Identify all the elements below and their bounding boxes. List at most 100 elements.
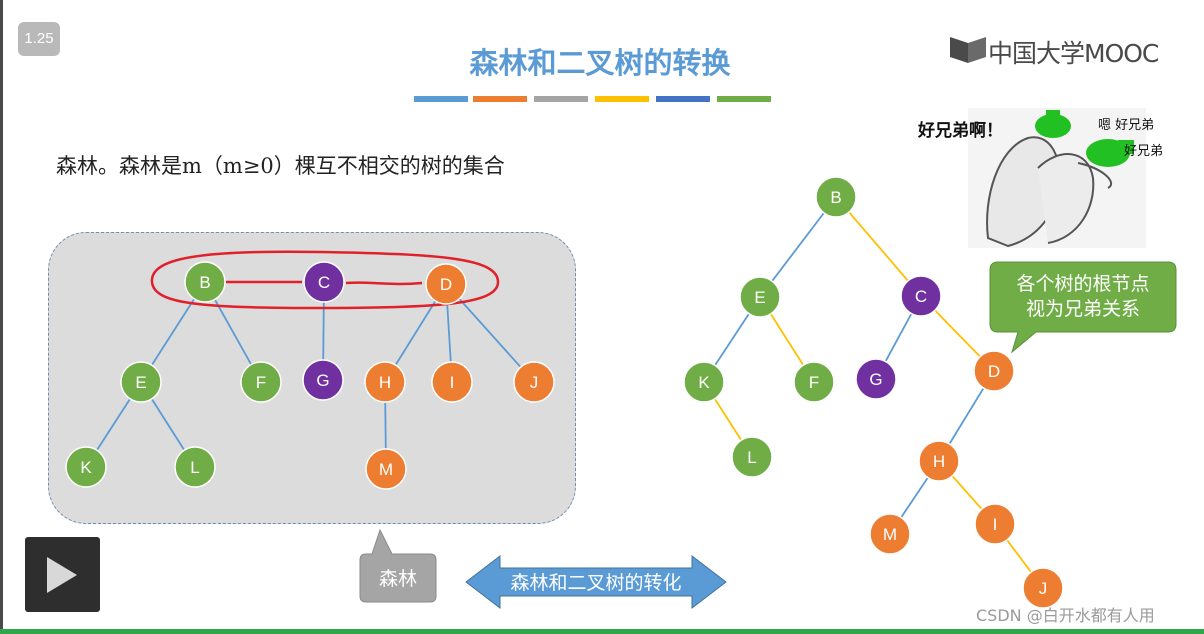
forest-node-circle (365, 448, 407, 490)
forest-node-e: E (120, 361, 162, 403)
forest-node-circle (240, 361, 282, 403)
binary-node-g: G (855, 358, 897, 400)
binary-node-j: J (1022, 567, 1064, 609)
forest-node-circle (364, 361, 406, 403)
binary-node-circle (974, 503, 1016, 545)
forest-node-label: B (199, 273, 210, 292)
binary-node-label: J (1039, 579, 1048, 598)
forest-label: 森林 (378, 568, 417, 590)
binary-node-circle (815, 176, 857, 218)
binary-node-circle (683, 361, 725, 403)
binary-node-label: H (933, 452, 945, 471)
forest-node-circle (303, 261, 345, 303)
forest-node-c: C (303, 261, 345, 303)
binary-node-circle (855, 358, 897, 400)
forest-node-label: I (450, 373, 455, 392)
binary-node-label: C (915, 287, 927, 306)
callout-text: 各个树的根节点 视为兄弟关系 (990, 272, 1176, 322)
forest-edge-d-j (445, 283, 535, 383)
meme-caption-reply2: 好兄弟 (1124, 144, 1164, 159)
forest-node-h: H (364, 361, 406, 403)
slide-left-border (0, 0, 3, 634)
forest-node-circle (302, 359, 344, 401)
forest-node-label: D (440, 275, 452, 294)
forest-node-label: C (318, 273, 330, 292)
forest-definition: 森林。森林是m（m≥0）棵互不相交的树的集合 (56, 154, 505, 178)
title-color-bar (414, 96, 468, 102)
callout-line-2: 视为兄弟关系 (1025, 298, 1140, 320)
binary-node-l: L (731, 436, 773, 478)
binary-node-label: L (747, 448, 756, 467)
forest-node-circle (431, 361, 473, 403)
binary-node-b: B (815, 176, 857, 218)
forest-node-circle (513, 361, 555, 403)
csdn-watermark: CSDN @白开水都有人用 (976, 606, 1155, 625)
binary-edge-b-e (759, 196, 837, 298)
binary-node-circle (918, 440, 960, 482)
forest-node-circle (65, 446, 107, 488)
binary-node-e: E (739, 276, 781, 318)
forest-node-k: K (65, 446, 107, 488)
forest-node-f: F (240, 361, 282, 403)
binary-node-h: H (918, 440, 960, 482)
play-icon (47, 557, 77, 593)
title-color-bar (717, 96, 771, 102)
roots-highlight-oval (150, 250, 500, 310)
binary-edge-b-c (835, 196, 922, 297)
conversion-double-arrow (465, 554, 727, 610)
forest-node-label: K (80, 458, 92, 477)
title-color-bar (473, 96, 527, 102)
binary-node-circle (793, 361, 835, 403)
forest-node-circle (425, 263, 467, 305)
forest-node-l: L (174, 446, 216, 488)
forest-node-j: J (513, 361, 555, 403)
playback-speed-badge[interactable]: 1.25 (18, 22, 60, 56)
forest-node-label: M (379, 460, 393, 479)
meme-image (968, 108, 1146, 248)
binary-node-label: F (809, 373, 819, 392)
forest-label-bubble (359, 528, 437, 603)
forest-node-b: B (184, 261, 226, 303)
slide-title: 森林和二叉树的转换 (469, 46, 731, 80)
title-color-bar (595, 96, 649, 102)
binary-node-f: F (793, 361, 835, 403)
binary-node-k: K (683, 361, 725, 403)
meme-caption-main: 好兄弟啊！ (918, 121, 1003, 141)
mooc-logo-text: 中国大学MOOC (988, 39, 1159, 68)
binary-node-circle (973, 350, 1015, 392)
binary-node-circle (869, 513, 911, 555)
forest-node-label: F (256, 373, 266, 392)
binary-node-label: D (988, 362, 1000, 381)
binary-node-circle (1022, 567, 1064, 609)
binary-node-circle (900, 275, 942, 317)
sibling-link-cd (345, 281, 423, 286)
forest-node-circle (184, 261, 226, 303)
binary-node-circle (731, 436, 773, 478)
binary-node-m: M (869, 513, 911, 555)
forest-node-label: G (316, 371, 329, 390)
binary-node-d: D (973, 350, 1015, 392)
forest-node-m: M (365, 448, 407, 490)
conversion-arrow-label: 森林和二叉树的转化 (510, 572, 682, 594)
forest-node-label: J (530, 373, 539, 392)
title-color-bar (534, 96, 588, 102)
video-progress-bar[interactable] (0, 629, 1204, 634)
binary-node-i: I (974, 503, 1016, 545)
binary-node-label: I (993, 515, 998, 534)
binary-node-label: G (869, 370, 882, 389)
title-color-bar (656, 96, 710, 102)
forest-node-circle (120, 361, 162, 403)
binary-node-c: C (900, 275, 942, 317)
binary-node-circle (739, 276, 781, 318)
forest-node-i: I (431, 361, 473, 403)
forest-node-label: H (379, 373, 391, 392)
binary-node-label: M (883, 525, 897, 544)
forest-node-circle (174, 446, 216, 488)
binary-node-label: B (830, 188, 841, 207)
binary-node-label: E (754, 288, 765, 307)
binary-node-label: K (698, 373, 710, 392)
callout-line-1: 各个树的根节点 (1016, 273, 1150, 295)
forest-node-d: D (425, 263, 467, 305)
mooc-logo-icon (950, 37, 986, 63)
